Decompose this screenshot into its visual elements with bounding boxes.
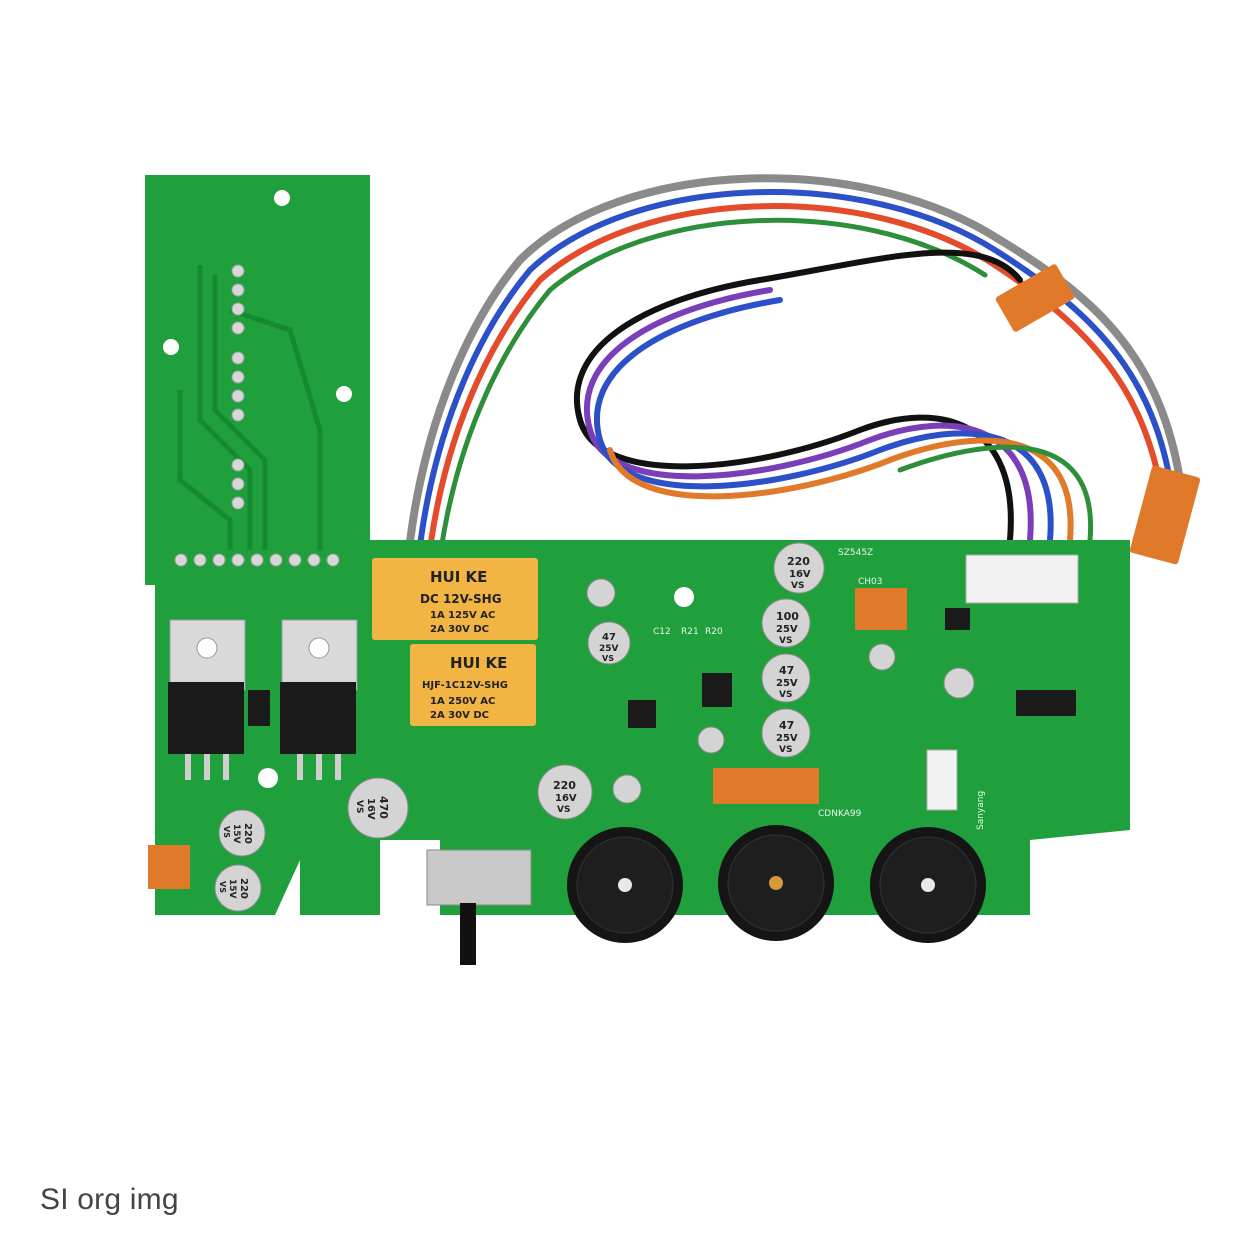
capacitor: 470 16V VS [347,777,409,839]
potentiometer-2 [718,825,834,941]
svg-text:R21: R21 [681,627,699,637]
svg-text:CH03: CH03 [858,577,883,587]
svg-text:2A 30V DC: 2A 30V DC [430,624,489,635]
svg-text:VS: VS [354,800,364,813]
orange-header-left [148,845,190,889]
svg-text:VS: VS [602,654,614,663]
svg-text:25V: 25V [776,624,798,635]
svg-text:25V: 25V [599,644,619,654]
svg-text:220: 220 [787,555,810,568]
svg-text:470: 470 [377,796,390,819]
heatsink-right [280,619,358,780]
svg-text:VS: VS [779,636,792,646]
ribbon-cable-loop [573,249,1094,543]
svg-text:15V: 15V [231,824,241,844]
slide-switch [426,849,532,965]
svg-text:25V: 25V [776,678,798,689]
svg-text:VS: VS [779,745,792,755]
svg-text:HUI KE: HUI KE [430,568,487,586]
orange-header-ch03 [855,588,907,630]
svg-text:25V: 25V [776,733,798,744]
capacitor: 220 15V VS [214,864,262,912]
capacitor: 47 25V VS [761,708,811,758]
daughter-board [145,175,370,585]
svg-text:1A 250V AC: 1A 250V AC [430,696,495,707]
cable-connector-top [995,264,1075,332]
svg-text:2A 30V DC: 2A 30V DC [430,710,489,721]
svg-text:VS: VS [779,690,792,700]
svg-text:SZ545Z: SZ545Z [838,548,873,558]
svg-text:47: 47 [779,719,794,732]
orange-header-mid [713,768,819,804]
capacitor: 220 16V VS [773,542,825,594]
svg-text:R20: R20 [705,627,723,637]
svg-text:CDNKA99: CDNKA99 [818,809,862,819]
svg-text:DC 12V-SHG: DC 12V-SHG [420,592,502,606]
svg-text:C12: C12 [653,627,671,637]
svg-text:HJF-1C12V-SHG: HJF-1C12V-SHG [422,680,508,691]
capacitor: 47 25V VS [587,621,631,665]
svg-text:16V: 16V [365,798,376,820]
svg-text:47: 47 [602,632,616,643]
svg-text:100: 100 [776,610,799,623]
svg-text:VS: VS [791,581,804,591]
capacitor: 47 25V VS [761,653,811,703]
capacitor: 100 25V VS [761,598,811,648]
svg-text:220: 220 [553,779,576,792]
svg-text:15V: 15V [227,879,237,899]
svg-text:16V: 16V [789,569,811,580]
ic-chips [248,608,1076,728]
heatsink-left [168,619,246,780]
white-header-small [926,749,958,811]
capacitor: 220 15V VS [218,809,266,857]
svg-text:VS: VS [222,826,231,838]
relay-2: HUI KE HJF-1C12V-SHG 1A 250V AC 2A 30V D… [410,644,536,726]
svg-text:VS: VS [218,881,227,893]
small-capacitors [586,578,975,804]
svg-text:1A 125V AC: 1A 125V AC [430,610,495,621]
silkscreen-labels: Sanyang CH03 CDNKA99 R21 R20 C12 SZ545Z [653,548,986,830]
svg-text:16V: 16V [555,793,577,804]
potentiometer-1 [567,827,683,943]
capacitor-column: 220 16V VS 100 25V VS 47 25V VS 47 25V V… [761,542,825,758]
svg-text:220: 220 [242,823,253,844]
relay-1: HUI KE DC 12V-SHG 1A 125V AC 2A 30V DC [372,558,538,640]
svg-text:HUI KE: HUI KE [450,654,507,672]
svg-text:Sanyang: Sanyang [976,791,986,830]
capacitor: 220 16V VS [537,764,593,820]
svg-text:220: 220 [238,878,249,899]
image-caption: SI org img [40,1183,179,1216]
cable-connector-right [1129,465,1201,565]
svg-text:47: 47 [779,664,794,677]
potentiometer-3 [870,827,986,943]
white-header [965,554,1079,604]
svg-text:VS: VS [557,805,570,815]
